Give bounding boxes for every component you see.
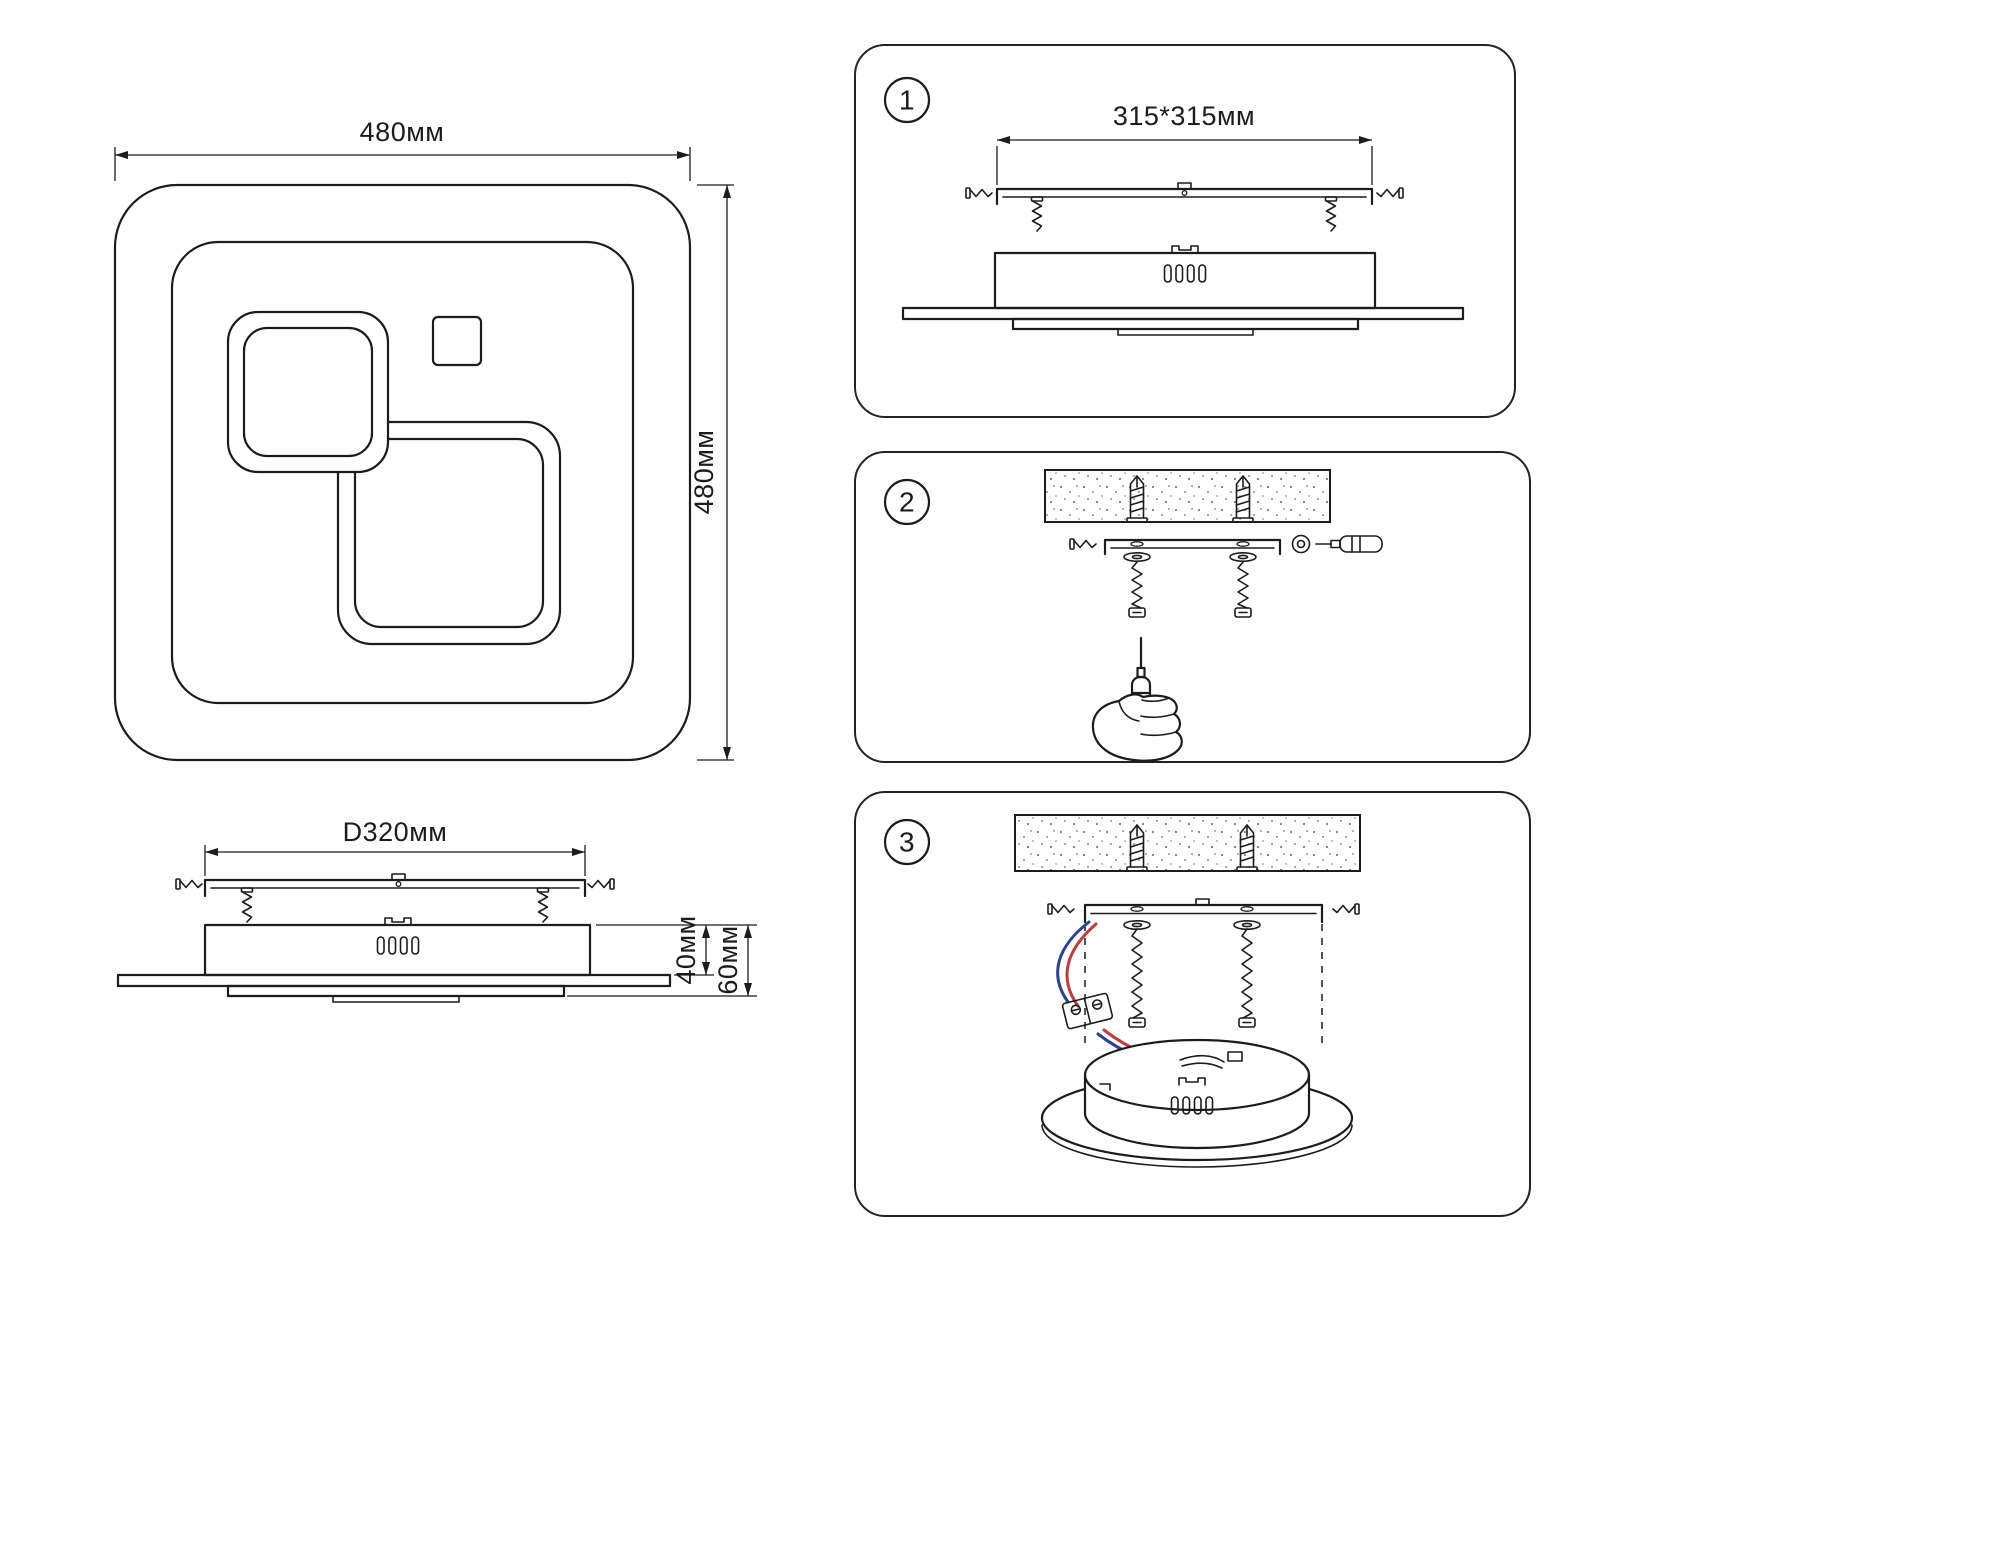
- top-width-label: 480мм: [360, 117, 445, 147]
- lamp-base: [1040, 1038, 1354, 1168]
- side-60-label: 60мм: [713, 925, 743, 994]
- screw-icon: [240, 887, 254, 923]
- side-40-label: 40мм: [671, 915, 701, 984]
- internal-wires: [1179, 1054, 1225, 1069]
- lamp-square-mini: [431, 315, 483, 367]
- lamp-frame: [113, 183, 692, 762]
- base-plate-edge: [1041, 1124, 1353, 1168]
- dimension-60: 60мм: [567, 925, 757, 997]
- base-top-face: [1083, 1038, 1311, 1112]
- screw-icon: [1128, 561, 1146, 618]
- top-height-label: 480мм: [689, 430, 719, 515]
- screw-icon: [1238, 928, 1256, 1028]
- terminal-block: [1061, 992, 1114, 1030]
- step-1-border: [854, 44, 1516, 418]
- step-2-badge: 2: [883, 478, 931, 526]
- screw-icon: [1128, 928, 1146, 1028]
- base-wall: [1083, 1073, 1311, 1150]
- screw-icon: [1030, 196, 1044, 232]
- lamp-square-small: [226, 310, 390, 474]
- diffuser-plates: [901, 306, 1465, 336]
- vent-holes-icon: [1163, 245, 1207, 283]
- mounting-bracket: [1083, 898, 1324, 924]
- base-notch: [1099, 1083, 1111, 1091]
- washer-icon: [1123, 551, 1151, 563]
- screw-icon: [1332, 903, 1360, 915]
- washer-icon: [1229, 551, 1257, 563]
- driver-box: [1227, 1051, 1243, 1062]
- screw-icon: [1234, 561, 1252, 618]
- dimension-bracket: 315*315мм: [996, 101, 1373, 185]
- side-view: D320мм 40мм 60мм: [116, 817, 757, 1003]
- hand: [1091, 693, 1183, 762]
- step-2-border: [854, 451, 1531, 763]
- dimension-40: 40мм: [596, 915, 757, 985]
- screw-icon: [1376, 187, 1404, 199]
- washer-icon: [1123, 919, 1151, 931]
- dimension-height: 480мм: [689, 184, 734, 761]
- vent-holes-icon: [376, 917, 420, 955]
- mounting-bracket: [995, 182, 1374, 206]
- screw-icon: [965, 187, 993, 199]
- screw-icon: [175, 878, 203, 890]
- lamp-body: [993, 245, 1377, 310]
- step-1-panel: 1 315*315мм: [854, 44, 1516, 418]
- ceiling-surface: [1014, 814, 1361, 872]
- step-1-number: 1: [899, 85, 915, 116]
- lamp-body: [203, 917, 592, 977]
- wire-red: [1065, 922, 1098, 1008]
- mounting-bracket: [203, 873, 587, 898]
- bracket-dimension-label: 315*315мм: [1113, 101, 1255, 131]
- screw-icon: [1047, 903, 1075, 915]
- lamp-square-large: [336, 420, 562, 646]
- screwdriver-icon: [1315, 535, 1383, 553]
- mounting-bracket: [1103, 538, 1282, 556]
- step-2-panel: 2: [854, 451, 1531, 763]
- screw-icon: [1324, 196, 1338, 232]
- screw-icon: [1069, 538, 1097, 550]
- dimension-diameter: D320мм: [204, 817, 586, 876]
- diffuser-plates: [116, 973, 672, 1003]
- screw-icon: [587, 878, 615, 890]
- side-diameter-label: D320мм: [343, 817, 448, 847]
- washer-icon: [1233, 919, 1261, 931]
- dimension-width: 480мм: [114, 117, 691, 181]
- step-3-badge: 3: [883, 818, 931, 866]
- step-3-number: 3: [899, 827, 915, 858]
- washer-ring-icon: [1291, 534, 1311, 554]
- step-3-border: [854, 791, 1531, 1217]
- step-2-number: 2: [899, 487, 915, 518]
- wire-blue: [1056, 920, 1091, 1004]
- screw-icon: [536, 887, 550, 923]
- ceiling-surface: [1044, 469, 1331, 523]
- step-3-panel: 3: [854, 791, 1531, 1217]
- step-1-badge: 1: [883, 76, 931, 124]
- top-view: 480мм 480мм: [113, 117, 734, 762]
